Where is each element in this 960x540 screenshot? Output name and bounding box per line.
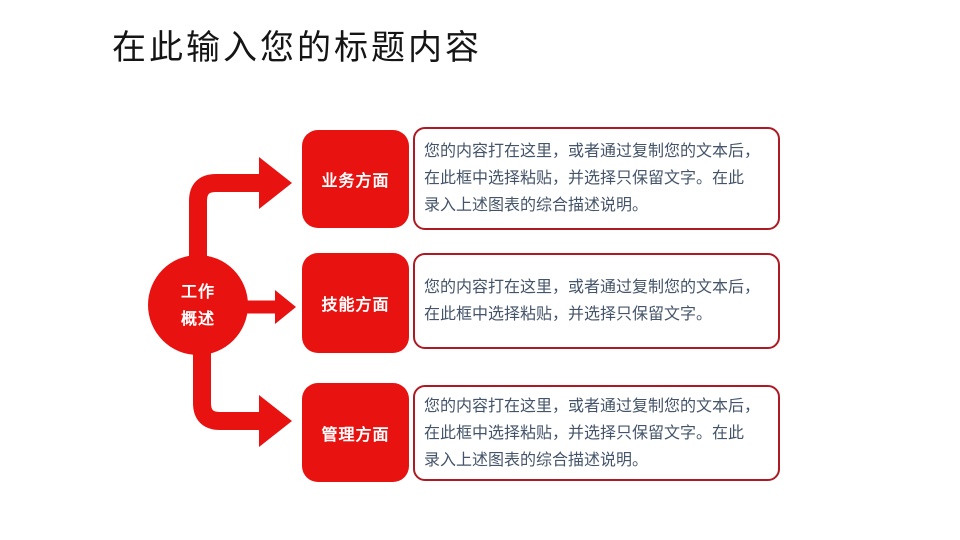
description-text-skill: 您的内容打在这里，或者通过复制您的文本后， 在此框中选择粘贴，并选择只保留文字。 — [424, 279, 761, 323]
arrowhead-bottom-icon — [259, 395, 292, 447]
connector-line-bottom — [193, 350, 259, 430]
hub-label-line2: 概述 — [180, 311, 215, 328]
description-box-skill: 您的内容打在这里，或者通过复制您的文本后， 在此框中选择粘贴，并选择只保留文字。 — [413, 253, 780, 349]
hub-circle — [148, 255, 248, 355]
hub-label: 工作 概述 — [148, 279, 248, 333]
hub-label-line1: 工作 — [180, 284, 215, 301]
description-text-management: 您的内容打在这里，或者通过复制您的文本后， 在此框中选择粘贴，并选择只保留文字。… — [424, 397, 761, 469]
description-box-business: 您的内容打在这里，或者通过复制您的文本后， 在此框中选择粘贴，并选择只保留文字。… — [413, 127, 780, 230]
page-title: 在此输入您的标题内容 — [112, 30, 482, 67]
category-box-management: 管理方面 — [302, 383, 409, 482]
connector-line-top — [189, 174, 259, 262]
arrowhead-middle-icon — [275, 290, 296, 324]
description-box-management: 您的内容打在这里，或者通过复制您的文本后， 在此框中选择粘贴，并选择只保留文字。… — [413, 385, 780, 481]
description-text-business: 您的内容打在这里，或者通过复制您的文本后， 在此框中选择粘贴，并选择只保留文字。… — [424, 143, 761, 214]
category-box-skill: 技能方面 — [302, 253, 409, 353]
arrowhead-top-icon — [259, 157, 292, 209]
category-box-business: 业务方面 — [302, 130, 409, 228]
